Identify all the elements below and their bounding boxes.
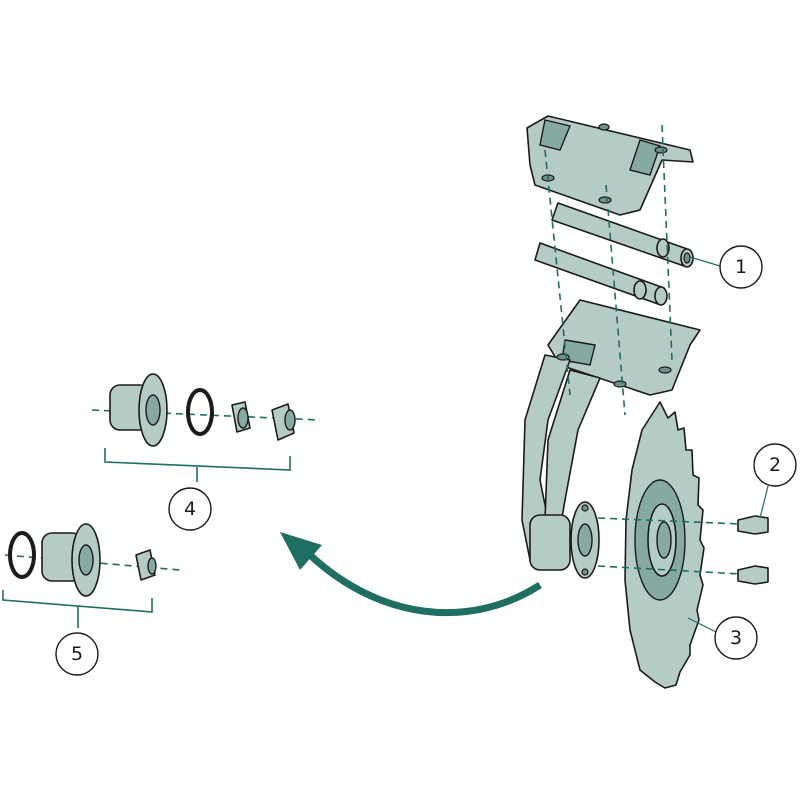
bracket-5 <box>2 590 153 628</box>
disc-bolts <box>737 515 769 585</box>
leader-2 <box>759 485 769 519</box>
callout-3: 3 <box>714 616 758 660</box>
top-mounting-bracket <box>526 115 694 216</box>
callout-3-label: 3 <box>730 627 742 649</box>
disc-arm-assembly <box>521 299 701 579</box>
pivot-tubes <box>534 202 694 306</box>
callout-5: 5 <box>55 632 99 676</box>
leader-1 <box>689 256 721 267</box>
bearing-kit-4 <box>109 373 296 447</box>
notched-disc-blade <box>624 401 705 689</box>
callout-1-label: 1 <box>735 256 747 278</box>
bracket-4 <box>104 448 291 482</box>
callout-4-label: 4 <box>184 498 196 520</box>
callout-1: 1 <box>719 245 763 289</box>
callout-2: 2 <box>753 443 797 487</box>
leader-3 <box>687 617 717 633</box>
bearing-kit-5 <box>8 523 157 597</box>
callout-5-label: 5 <box>71 643 83 665</box>
transfer-arrow <box>280 532 542 617</box>
callout-2-label: 2 <box>769 454 781 476</box>
callout-4: 4 <box>168 487 212 531</box>
